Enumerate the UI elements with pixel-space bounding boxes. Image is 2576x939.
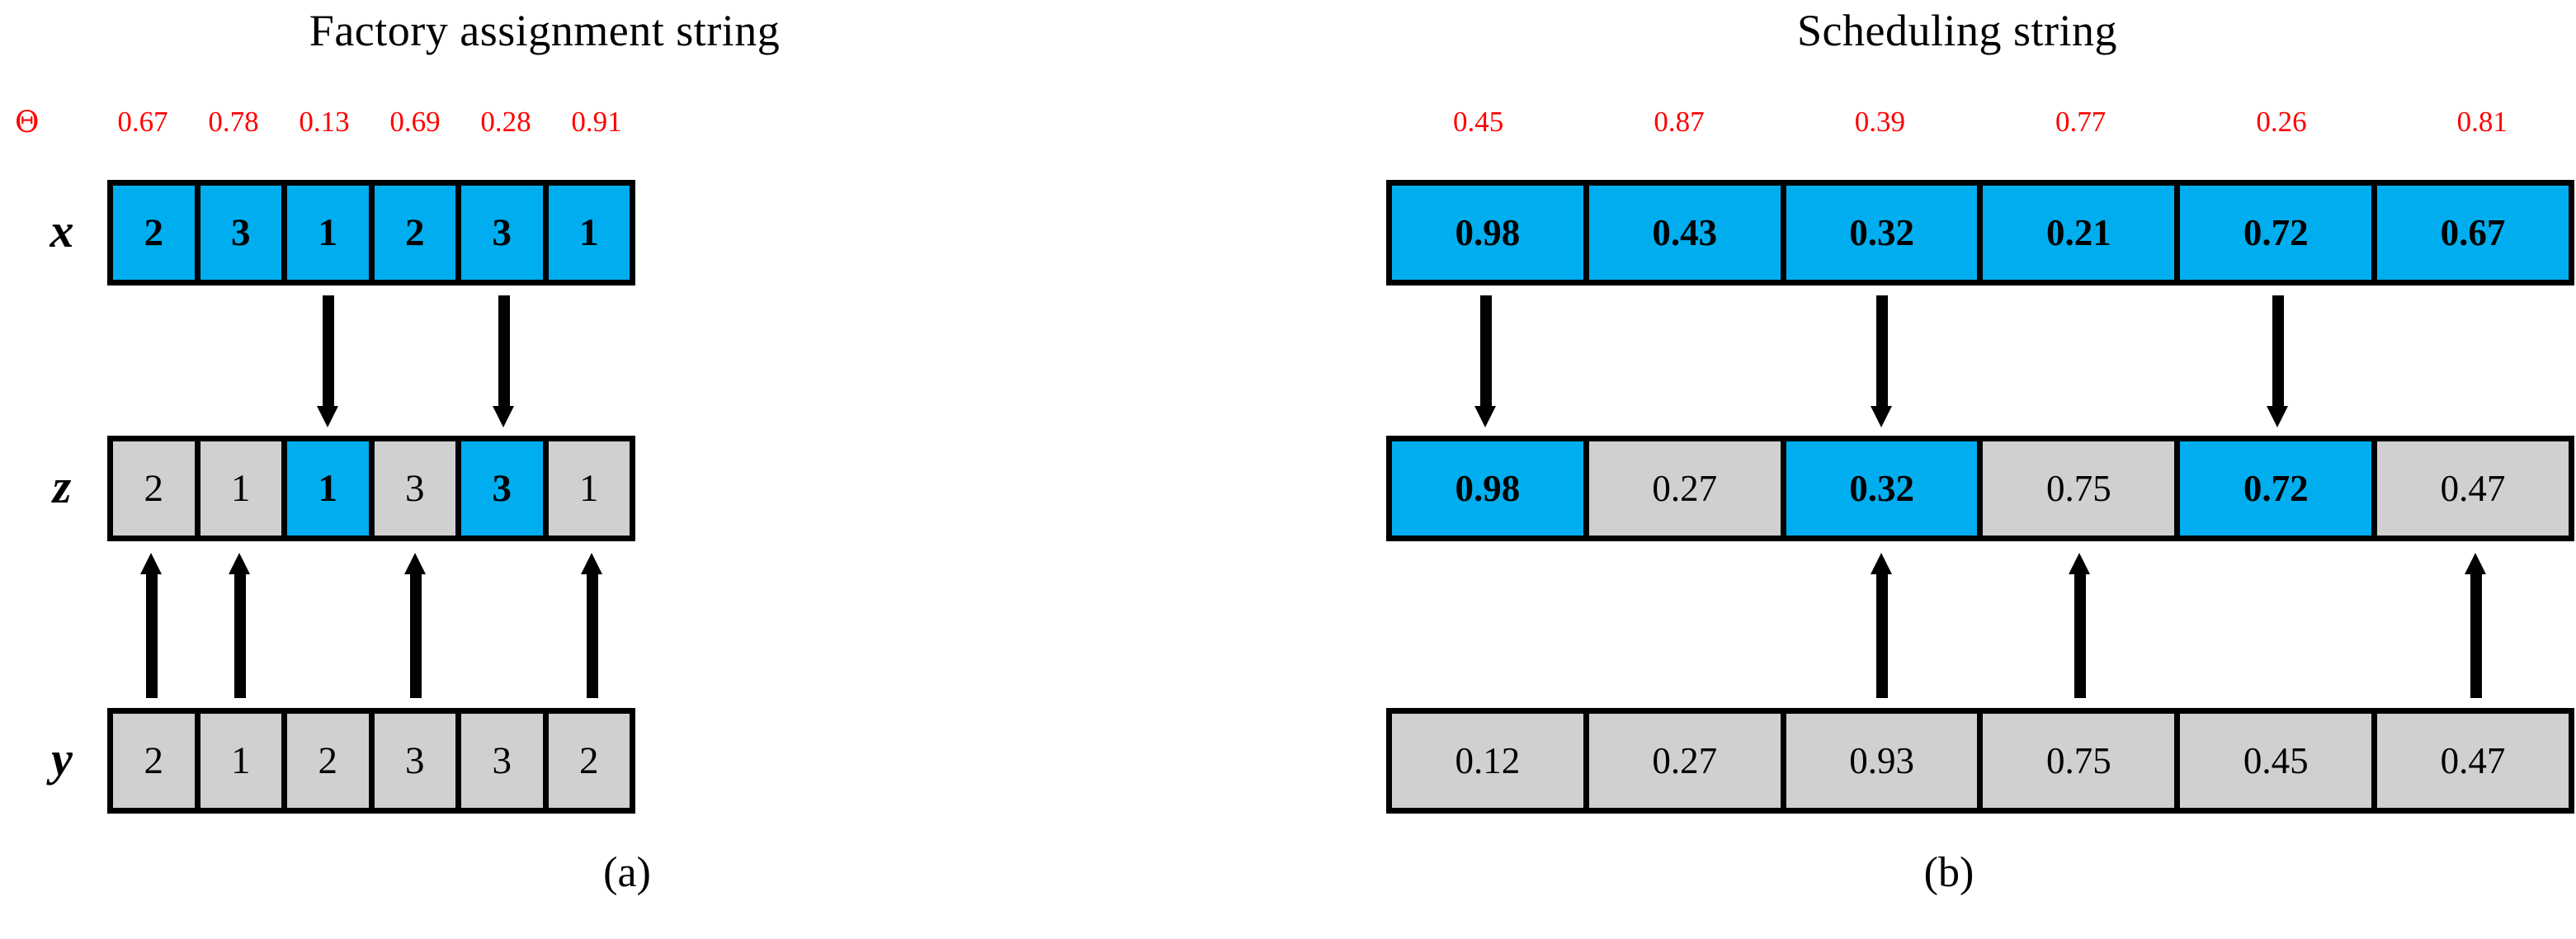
arrow-up-y-to-z	[1871, 553, 1892, 698]
string-cell[interactable]: 2	[287, 714, 375, 808]
arrow-up-y-to-z	[2465, 553, 2486, 698]
string-cell[interactable]: 0.32	[1786, 441, 1984, 536]
string-cell[interactable]: 3	[461, 186, 549, 280]
string-cell[interactable]: 2	[374, 186, 461, 280]
random-key-value: 0.69	[389, 106, 441, 138]
panel-b-random-key-row: 0.45 0.87 0.39 0.77 0.26 0.81	[1289, 106, 2576, 147]
string-cell[interactable]: 2	[548, 714, 630, 808]
string-cell[interactable]: 2	[113, 714, 201, 808]
string-cell[interactable]: 3	[374, 714, 461, 808]
arrow-up-y-to-z	[580, 553, 602, 698]
row-label-x: x	[50, 204, 74, 257]
arrow-up-y-to-z	[140, 553, 163, 698]
panel-factory-assignment: Factory assignment string Θ 0.67 0.78 0.13…	[0, 0, 1287, 939]
string-cell[interactable]: 0.45	[2180, 714, 2378, 808]
string-cell[interactable]: 1	[200, 441, 287, 536]
arrow-down-x-to-z	[316, 295, 338, 427]
panel-b-random-key-values: 0.45 0.87 0.39 0.77 0.26 0.81	[1378, 106, 2576, 147]
string-cell[interactable]: 0.98	[1392, 441, 1589, 536]
string-cell[interactable]: 0.75	[1983, 441, 2181, 536]
string-cell[interactable]: 0.98	[1392, 186, 1589, 280]
string-cell[interactable]: 0.47	[2377, 714, 2569, 808]
random-key-value: 0.91	[571, 106, 622, 138]
string-cell[interactable]: 0.27	[1588, 441, 1786, 536]
random-key-value: 0.87	[1654, 106, 1705, 138]
string-cell[interactable]: 0.75	[1983, 714, 2181, 808]
random-key-value: 0.26	[2256, 106, 2307, 138]
string-cell[interactable]: 3	[461, 441, 549, 536]
string-cell[interactable]: 3	[461, 714, 549, 808]
string-cell[interactable]: 0.12	[1392, 714, 1589, 808]
panel-a-random-key-row: Θ 0.67 0.78 0.13 0.69 0.28 0.91	[0, 106, 1287, 147]
string-cell[interactable]: 0.27	[1588, 714, 1786, 808]
panel-a-caption: (a)	[603, 849, 651, 896]
panel-a-title: Factory assignment string	[309, 6, 781, 55]
string-cell[interactable]: 1	[200, 714, 287, 808]
panel-b-caption: (b)	[1923, 849, 1974, 896]
string-cell[interactable]: 2	[113, 441, 201, 536]
random-key-value: 0.28	[480, 106, 531, 138]
arrow-down-x-to-z	[2267, 295, 2288, 427]
row-label-y: y	[51, 732, 73, 786]
string-cell[interactable]: 0.32	[1786, 186, 1984, 280]
panel-a-random-key-values: 0.67 0.78 0.13 0.69 0.28 0.91	[97, 106, 642, 147]
string-cell[interactable]: 1	[287, 441, 375, 536]
string-cell[interactable]: 0.67	[2377, 186, 2569, 280]
random-key-value: 0.81	[2456, 106, 2508, 138]
random-key-value: 0.45	[1453, 106, 1504, 138]
row-label-z: z	[52, 460, 72, 513]
random-key-value: 0.67	[117, 106, 168, 138]
string-cell[interactable]: 1	[548, 186, 630, 280]
arrow-up-y-to-z	[404, 553, 427, 698]
string-cell[interactable]: 3	[200, 186, 287, 280]
arrow-up-y-to-z	[229, 553, 250, 698]
string-cell[interactable]: 0.72	[2180, 186, 2378, 280]
string-cell[interactable]: 2	[113, 186, 201, 280]
string-cell[interactable]: 0.72	[2180, 441, 2378, 536]
string-cell[interactable]: 0.43	[1588, 186, 1786, 280]
random-key-value: 0.13	[299, 106, 350, 138]
panel-b-title: Scheduling string	[1797, 6, 2117, 55]
arrow-down-x-to-z	[1474, 295, 1496, 427]
string-cell[interactable]: 3	[374, 441, 461, 536]
string-cell[interactable]: 0.93	[1786, 714, 1984, 808]
string-cell[interactable]: 1	[548, 441, 630, 536]
string-cell[interactable]: 0.21	[1983, 186, 2181, 280]
arrow-down-x-to-z	[1871, 295, 1892, 427]
theta-symbol: Θ	[15, 106, 40, 139]
arrow-up-y-to-z	[2069, 553, 2090, 698]
random-key-value: 0.39	[1854, 106, 1905, 138]
string-cell[interactable]: 1	[287, 186, 375, 280]
random-key-value: 0.78	[208, 106, 259, 138]
random-key-value: 0.77	[2055, 106, 2107, 138]
string-cell[interactable]: 0.47	[2377, 441, 2569, 536]
arrow-down-x-to-z	[493, 295, 514, 427]
